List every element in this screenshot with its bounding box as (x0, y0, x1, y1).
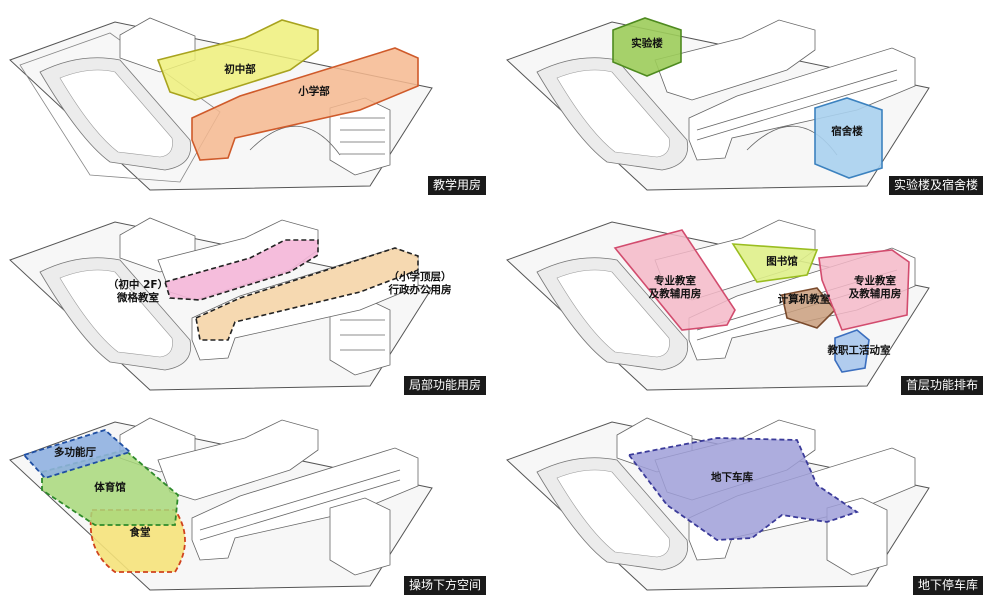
zone-label-line: 及教辅用房 (648, 288, 702, 300)
panel-caption: 教学用房 (427, 176, 486, 195)
campus-axonometric (506, 17, 930, 191)
campus-axonometric (9, 17, 433, 191)
zone-label-line: 行政办公用房 (388, 284, 452, 296)
zone-label-cafeteria: 食堂 (129, 526, 151, 539)
panel-caption: 局部功能用房 (403, 376, 486, 395)
panel-lab-dorm: 实验楼 宿舍楼 实验楼及宿舍楼 (497, 0, 993, 200)
panel-underground-parking: 地下车库 地下停车库 (497, 400, 993, 600)
zone-micro-teaching (163, 239, 319, 301)
zone-admin-office (195, 247, 419, 341)
panel-caption: 地下停车库 (912, 576, 983, 595)
zone-label-lab: 实验楼 (631, 37, 663, 50)
zone-library (731, 243, 819, 283)
zone-label-primary: 小学部 (298, 85, 330, 98)
zone-label-admin: （小学顶层） 行政办公用房 (389, 271, 452, 297)
zone-junior (156, 19, 319, 101)
zone-lab (612, 17, 682, 77)
zone-label-line: 微格教室 (116, 292, 159, 304)
zone-label-line: 专业教室 (654, 275, 696, 287)
zone-special-classroom-right (818, 249, 910, 331)
panel-under-playground: 多功能厅 体育馆 食堂 操场下方空间 (0, 400, 496, 600)
buildings (119, 417, 419, 576)
zone-primary (191, 47, 419, 161)
zone-dorm (814, 97, 883, 179)
zone-staff-activity (834, 329, 870, 373)
zone-label-line: （小学顶层） (388, 271, 452, 283)
zone-multifunction-hall (22, 428, 132, 480)
panel-teaching: 初中部 小学部 教学用房 (0, 0, 496, 200)
zone-label-garage: 地下车库 (711, 471, 753, 484)
campus-axonometric (506, 417, 930, 591)
zone-label-library: 图书馆 (766, 255, 798, 268)
zone-label-line: （初中 2F） (107, 279, 169, 291)
zone-label-gym: 体育馆 (94, 481, 126, 494)
zone-label-junior: 初中部 (224, 63, 256, 76)
panel-caption: 操场下方空间 (403, 576, 486, 595)
panel-caption: 首层功能排布 (900, 376, 983, 395)
campus-axonometric (9, 417, 433, 591)
panel-ground-floor: 专业教室 及教辅用房 图书馆 计算机教室 专业教室 及教辅用房 教职工活动室 首… (497, 200, 993, 400)
zone-label-special-left: 专业教室 及教辅用房 (649, 275, 702, 301)
zone-cafeteria (89, 509, 186, 573)
panel-caption: 实验楼及宿舍楼 (888, 176, 983, 195)
campus-axonometric (506, 219, 930, 391)
zone-special-classroom-left (613, 229, 736, 331)
zone-gymnasium (41, 449, 179, 526)
zone-label-micro-teaching: （初中 2F） 微格教室 (108, 279, 168, 305)
buildings (654, 19, 916, 161)
zone-label-staff: 教职工活动室 (827, 344, 891, 357)
zone-label-computer: 计算机教室 (777, 293, 831, 306)
zone-label-special-right: 专业教室 及教辅用房 (849, 275, 902, 301)
panel-local-functions: （初中 2F） 微格教室 （小学顶层） 行政办公用房 局部功能用房 (0, 200, 496, 400)
campus-axonometric (9, 217, 433, 391)
zone-label-line: 及教辅用房 (848, 288, 902, 300)
zone-computer-room (781, 287, 837, 329)
zone-underground-garage (627, 437, 860, 541)
zone-label-line: 专业教室 (854, 275, 896, 287)
zone-label-dorm: 宿舍楼 (831, 125, 863, 138)
zone-label-multifunction: 多功能厅 (54, 446, 96, 459)
